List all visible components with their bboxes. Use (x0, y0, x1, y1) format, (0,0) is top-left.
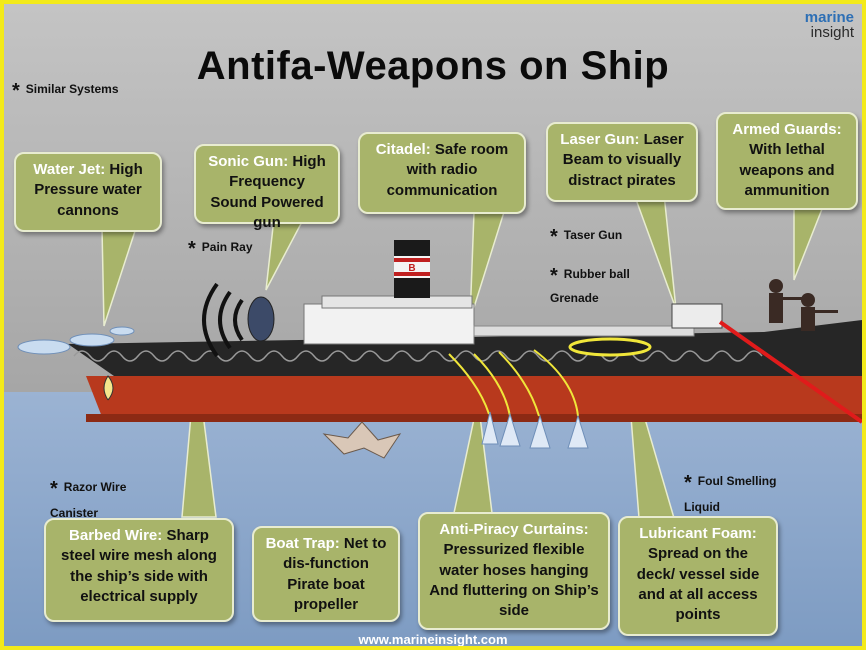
callout-anti-piracy-heading: Anti-Piracy Curtains: (439, 521, 589, 538)
footer-url: www.marineinsight.com (358, 632, 508, 647)
laser-device (671, 303, 723, 329)
callout-lubricant-foam: Lubricant Foam: Spread on the deck/ vess… (618, 516, 778, 636)
armed-guards-pointer (793, 203, 826, 281)
logo-line-2: insight (810, 24, 854, 41)
star-symbol: * (50, 478, 58, 500)
sound-waves (202, 282, 244, 358)
callout-barbed-wire-heading: Barbed Wire: (69, 527, 163, 544)
callout-sonic-gun: Sonic Gun: High Frequency Sound Powered … (194, 144, 340, 231)
water-jet-pointer (101, 227, 138, 327)
callout-boat-trap: Boat Trap: Net to dis-function Pirate bo… (252, 526, 400, 622)
similar-systems-text: Similar Systems (25, 82, 119, 96)
page-title: Antifa-Weapons on Ship (196, 44, 670, 88)
callout-water-jet: Water Jet: High Pressure water cannons (14, 152, 162, 232)
star-symbol: * (188, 238, 196, 260)
callout-citadel-text: Safe room with radio communication (386, 141, 509, 199)
water-jet-spray (17, 326, 135, 355)
barbed-wire-pointer (181, 357, 217, 518)
note-rubber-ball: *Rubber ball Grenade (550, 262, 660, 307)
callout-anti-piracy: Anti-Piracy Curtains: Pressurized flexib… (418, 512, 610, 630)
water-spray-cones (481, 411, 589, 449)
lubricant-foam-patch (568, 337, 652, 357)
star-symbol: * (12, 80, 20, 102)
superstructure-deck (303, 303, 475, 345)
callout-citadel-heading: Citadel: (375, 141, 431, 158)
barbed-wire-coils (73, 350, 763, 362)
note-razor-wire-text: Razor Wire Canister (50, 480, 127, 520)
callout-armed-guards-text: With lethal weapons and ammunition (739, 141, 835, 199)
note-pain-ray-text: Pain Ray (201, 240, 253, 254)
forward-deck-rail (473, 325, 695, 337)
callout-water-jet-text: High Pressure water cannons (34, 161, 143, 219)
note-razor-wire: *Razor Wire Canister (50, 474, 160, 522)
star-symbol: * (550, 226, 558, 248)
callout-sonic-gun-text: High Frequency Sound Powered gun (210, 153, 326, 231)
star-symbol: * (684, 472, 692, 494)
sonic-gun-dish (247, 296, 275, 342)
note-foul-liquid-text: Foul Smelling Liquid (684, 474, 777, 514)
callout-laser-gun: Laser Gun: Laser Beam to visually distra… (546, 122, 698, 202)
callout-sonic-gun-heading: Sonic Gun: (208, 153, 289, 170)
callout-barbed-wire-text: Sharp steel wire mesh along the ship’s s… (61, 527, 217, 605)
callout-armed-guards-heading: Armed Guards: (732, 121, 842, 138)
callout-barbed-wire: Barbed Wire: Sharp steel wire mesh along… (44, 518, 234, 622)
similar-systems-legend: * Similar Systems (12, 80, 119, 103)
callout-laser-gun-text: Laser Beam to visually distract pirates (562, 131, 684, 189)
callout-lubricant-foam-text: Spread on the deck/ vessel side and at a… (636, 545, 760, 623)
star-symbol: * (550, 265, 558, 287)
funnel-letter: B (408, 263, 415, 274)
propeller (103, 375, 114, 401)
callout-boat-trap-text: Net to dis-function Pirate boat propelle… (283, 535, 387, 613)
callout-lubricant-foam-heading: Lubricant Foam: (639, 525, 757, 542)
callout-boat-trap-heading: Boat Trap: (265, 535, 340, 552)
marine-insight-logo: marine insight (805, 10, 854, 40)
callout-armed-guards: Armed Guards: With lethal weapons and am… (716, 112, 858, 210)
callout-anti-piracy-text: Pressurized flexible water hoses hanging… (429, 541, 599, 619)
laser-beam (718, 320, 862, 424)
logo-line-1: marine (804, 9, 854, 26)
callout-water-jet-heading: Water Jet: (33, 161, 106, 178)
armed-guards-figures (769, 279, 838, 331)
note-pain-ray: * Pain Ray (188, 238, 253, 261)
boat-trap-net (322, 421, 402, 459)
citadel-pointer (469, 211, 506, 321)
ship-illustration: B (17, 193, 862, 519)
note-foul-liquid: *Foul Smelling Liquid (684, 468, 794, 516)
anti-piracy-hoses (448, 349, 579, 417)
note-rubber-ball-text: Rubber ball Grenade (550, 267, 630, 305)
callout-citadel: Citadel: Safe room with radio communicat… (358, 132, 526, 214)
hull-waterline (86, 414, 862, 422)
note-taser-gun: * Taser Gun (550, 226, 622, 249)
hull-lower (86, 376, 862, 422)
note-taser-gun-text: Taser Gun (563, 228, 623, 242)
callout-laser-gun-heading: Laser Gun: (560, 131, 640, 148)
